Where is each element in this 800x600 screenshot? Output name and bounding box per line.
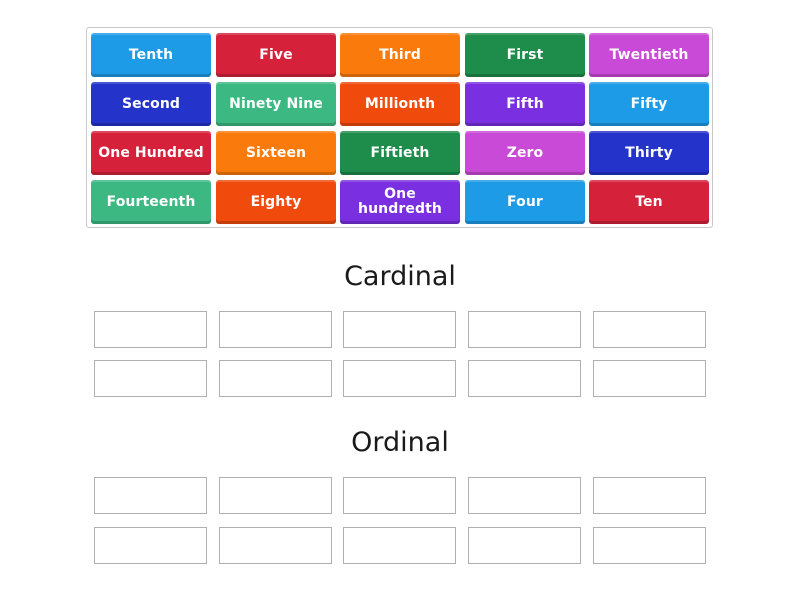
ordinal-slot[interactable] <box>94 477 207 514</box>
cardinal-slot[interactable] <box>94 311 207 348</box>
ordinal-slot[interactable] <box>468 527 581 564</box>
tile-zero[interactable]: Zero <box>465 131 585 175</box>
tile-eighty[interactable]: Eighty <box>216 180 336 224</box>
tile-bank: Tenth Five Third First Twentieth Second … <box>86 27 713 228</box>
cardinal-slot[interactable] <box>343 311 456 348</box>
ordinal-slot[interactable] <box>343 527 456 564</box>
ordinal-slot[interactable] <box>219 527 332 564</box>
tile-fifth[interactable]: Fifth <box>465 82 585 126</box>
tile-first[interactable]: First <box>465 33 585 77</box>
cardinal-slot[interactable] <box>593 311 706 348</box>
tile-one-hundred[interactable]: One Hundred <box>91 131 211 175</box>
cardinal-slot[interactable] <box>219 311 332 348</box>
ordinal-slot[interactable] <box>593 477 706 514</box>
cardinal-slot[interactable] <box>94 360 207 397</box>
tile-four[interactable]: Four <box>465 180 585 224</box>
tile-twentieth[interactable]: Twentieth <box>589 33 709 77</box>
tile-third[interactable]: Third <box>340 33 460 77</box>
group-heading-cardinal: Cardinal <box>344 261 456 292</box>
ordinal-slot[interactable] <box>468 477 581 514</box>
cardinal-slot[interactable] <box>219 360 332 397</box>
tile-sixteen[interactable]: Sixteen <box>216 131 336 175</box>
tile-tenth[interactable]: Tenth <box>91 33 211 77</box>
cardinal-slot[interactable] <box>468 311 581 348</box>
cardinal-slot[interactable] <box>593 360 706 397</box>
ordinal-slot[interactable] <box>593 527 706 564</box>
tile-second[interactable]: Second <box>91 82 211 126</box>
tile-millionth[interactable]: Millionth <box>340 82 460 126</box>
tile-ninety-nine[interactable]: Ninety Nine <box>216 82 336 126</box>
tile-five[interactable]: Five <box>216 33 336 77</box>
group-heading-ordinal: Ordinal <box>351 427 449 458</box>
ordinal-slot[interactable] <box>94 527 207 564</box>
tile-one-hundredth[interactable]: One hundredth <box>340 180 460 224</box>
ordinal-slot[interactable] <box>343 477 456 514</box>
tile-thirty[interactable]: Thirty <box>589 131 709 175</box>
cardinal-slot[interactable] <box>468 360 581 397</box>
tile-fifty[interactable]: Fifty <box>589 82 709 126</box>
ordinal-slot[interactable] <box>219 477 332 514</box>
tile-fiftieth[interactable]: Fiftieth <box>340 131 460 175</box>
cardinal-slot[interactable] <box>343 360 456 397</box>
tile-ten[interactable]: Ten <box>589 180 709 224</box>
tile-fourteenth[interactable]: Fourteenth <box>91 180 211 224</box>
